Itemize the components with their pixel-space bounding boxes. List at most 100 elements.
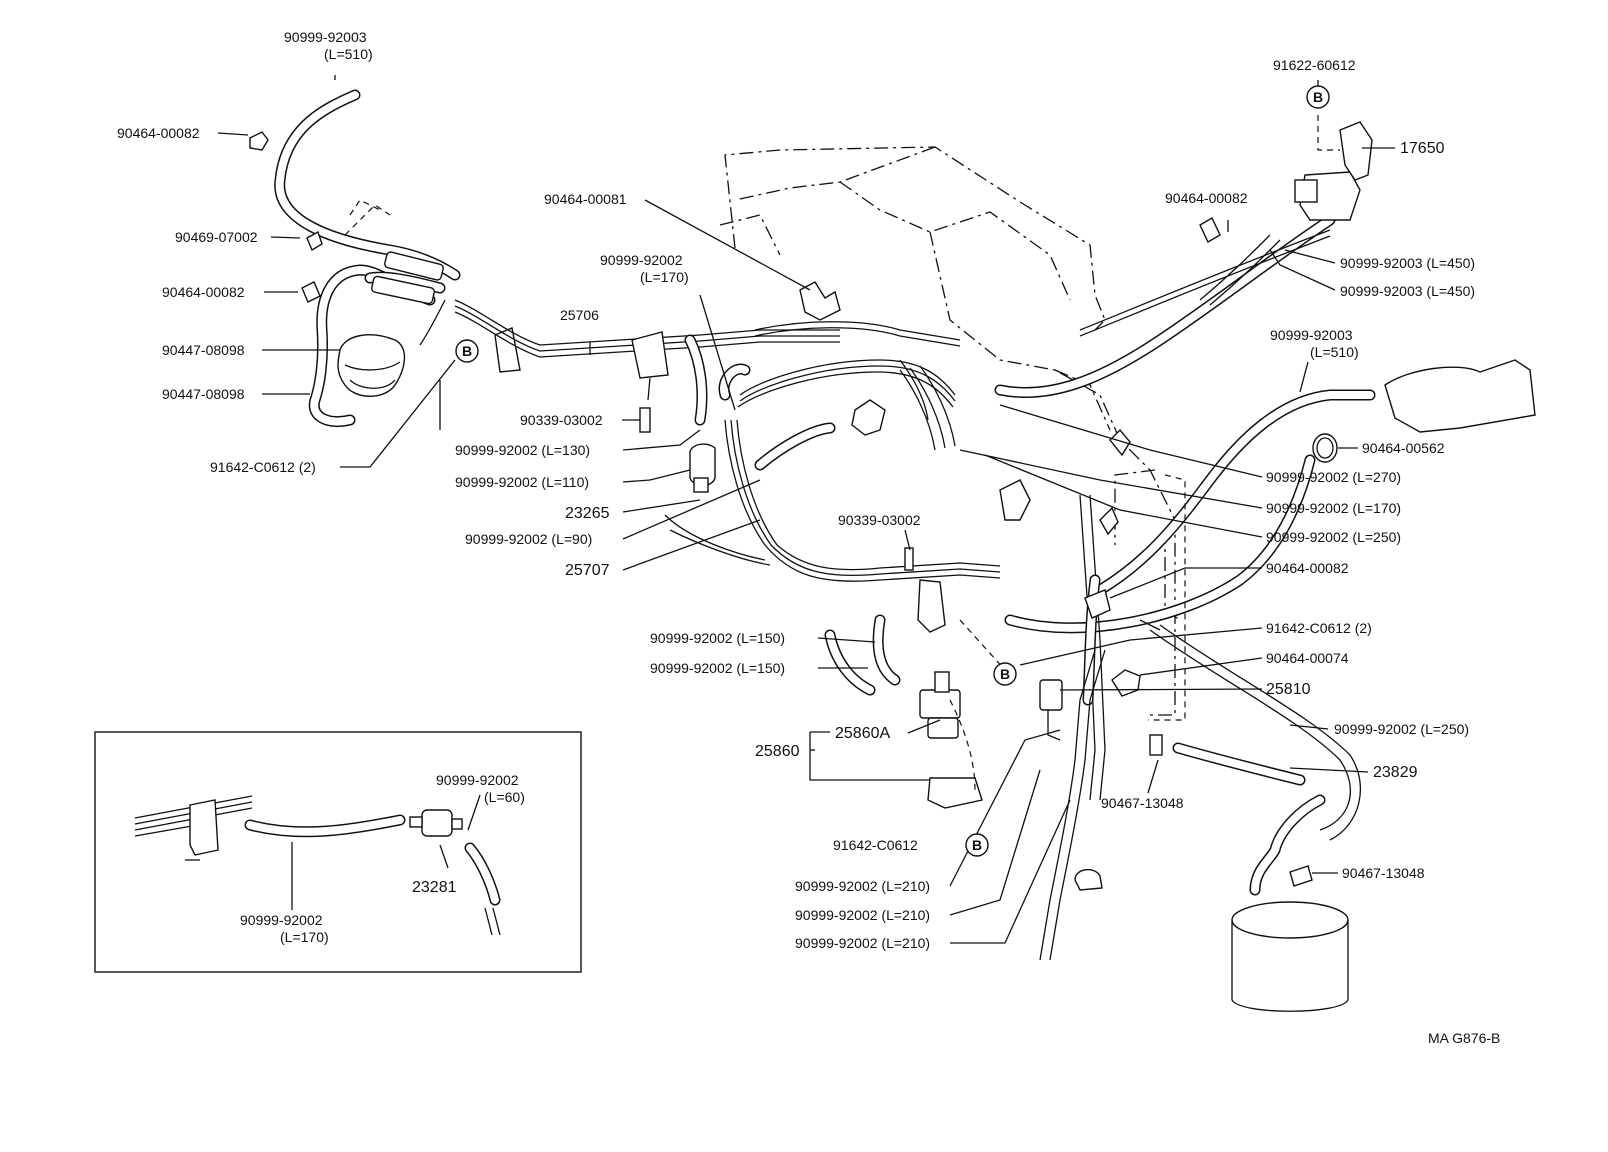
vsv-assembly (809, 619, 1006, 809)
part-label: 90999-92003 (L=450) (1340, 283, 1475, 299)
part-label: 90999-92002 (436, 772, 519, 788)
part-label: 90447-08098 (162, 342, 245, 358)
fuel-filter-icon (421, 809, 453, 837)
part-label: 90464-00082 (1266, 560, 1349, 576)
central-tube-bundle (454, 281, 1001, 696)
vsv-coil-icon (927, 717, 959, 739)
part-label: 90999-92002 (L=110) (455, 474, 589, 490)
part-label: 90464-00082 (1165, 190, 1248, 206)
part-length-label: (L=60) (484, 789, 525, 805)
part-label: 90999-92002 (L=250) (1334, 721, 1469, 737)
part-label: 91642-C0612 (2) (210, 459, 316, 475)
part-label: 90999-92002 (L=170) (1266, 500, 1401, 516)
part-label: 91642-C0612 (2) (1266, 620, 1372, 636)
part-label: 90999-92002 (L=250) (1266, 529, 1401, 545)
part-label: 90464-00082 (162, 284, 245, 300)
part-label: 91642-C0612 (833, 837, 918, 853)
bracket-icon (631, 331, 669, 379)
vacuum-canister-icon (337, 334, 406, 397)
clamp-icon (799, 281, 841, 321)
check-valve-icon (384, 251, 444, 281)
part-label: 25860 (755, 743, 800, 760)
upper-left-hoses (249, 89, 521, 430)
part-label: 90999-92002 (L=210) (795, 935, 930, 951)
svg-text:B: B (462, 343, 472, 359)
ref-mark-b-center: B (993, 662, 1017, 686)
part-label: 23281 (412, 879, 457, 896)
right-hoses (994, 115, 1536, 1012)
part-label: 90999-92002 (L=210) (795, 878, 930, 894)
clamp-icon (1109, 428, 1131, 457)
part-label: 90999-92002 (240, 912, 323, 928)
part-label: 90464-00074 (1266, 650, 1349, 666)
bracket-icon (927, 777, 983, 809)
filter-port-icon (409, 816, 423, 828)
part-label: 90999-92003 (1270, 327, 1353, 343)
ref-mark-b-top-left: B (455, 339, 479, 363)
check-valve-icon (371, 275, 435, 305)
part-label: 90339-03002 (838, 512, 921, 528)
part-label: 90469-07002 (175, 229, 258, 245)
part-label: 25860A (835, 725, 890, 742)
part-length-label: (L=510) (324, 46, 373, 62)
air-cleaner-icon (1384, 359, 1536, 433)
part-label: 90464-00081 (544, 191, 627, 207)
part-length-label: (L=510) (1310, 344, 1359, 360)
svg-text:B: B (1313, 89, 1323, 105)
bracket-icon (917, 579, 946, 633)
part-label: 90999-92002 (L=270) (1266, 469, 1401, 485)
clamp-icon (1074, 869, 1103, 891)
inset-detail (94, 731, 582, 973)
vsv-icon (1039, 679, 1063, 711)
svg-text:B: B (1000, 666, 1010, 682)
clamp-icon (301, 281, 321, 303)
part-label: 90339-03002 (520, 412, 603, 428)
clamp-icon (999, 479, 1031, 521)
part-length-label: (L=170) (640, 269, 689, 285)
bracket-icon (189, 799, 219, 856)
part-label: 23829 (1373, 764, 1418, 781)
part-label: 90999-92002 (L=150) (650, 630, 785, 646)
part-label: 90447-08098 (162, 386, 245, 402)
clamp-icon (1099, 506, 1119, 536)
svg-text:B: B (972, 837, 982, 853)
clamp-icon (1084, 589, 1111, 619)
connector-icon (1294, 179, 1318, 203)
part-length-label: (L=170) (280, 929, 329, 945)
clamp-icon (306, 230, 323, 252)
part-label: 90467-13048 (1101, 795, 1184, 811)
clamp-icon (249, 131, 269, 151)
clamp-icon (1289, 865, 1313, 887)
clamp-icon (851, 399, 886, 436)
part-label: 90999-92002 (L=90) (465, 531, 592, 547)
part-labels: 90999-92003 (L=510) 90464-00082 90469-07… (117, 29, 1500, 1046)
vsv-body-icon (919, 689, 961, 719)
part-label: 17650 (1400, 140, 1445, 157)
part-label: 91622-60612 (1273, 57, 1356, 73)
part-label: 25707 (565, 562, 610, 579)
ref-mark-b-bottom: B (965, 833, 989, 857)
connector-icon (904, 547, 914, 571)
inset-frame (94, 731, 582, 973)
filter-port-icon (451, 818, 463, 830)
part-label: 25810 (1266, 681, 1311, 698)
vsv-port-icon (934, 671, 950, 693)
diagram-code: MA G876-B (1428, 1030, 1500, 1046)
connector-icon (693, 477, 709, 493)
part-label: 23265 (565, 505, 610, 522)
part-label: 90999-92003 (L=450) (1340, 255, 1475, 271)
part-label: 90999-92003 (284, 29, 367, 45)
part-label: 90999-92002 (L=150) (650, 660, 785, 676)
part-label: 90467-13048 (1342, 865, 1425, 881)
bracket-icon (1339, 121, 1373, 181)
part-label: 25706 (560, 307, 599, 323)
clamp-icon (1111, 669, 1141, 697)
ref-mark-b-top-right: B (1306, 85, 1330, 109)
part-label: 90999-92002 (L=210) (795, 907, 930, 923)
part-label: 90999-92002 (L=130) (455, 442, 590, 458)
connector-icon (1149, 734, 1163, 756)
charcoal-canister-icon (1231, 901, 1349, 939)
part-label: 90999-92002 (600, 252, 683, 268)
